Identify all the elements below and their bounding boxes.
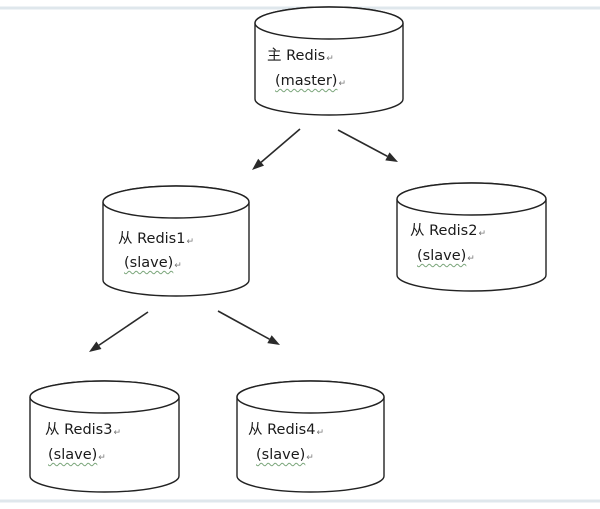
redis1-role-label: (slave)↵ <box>124 255 182 271</box>
redis1-title-label: 从 Redis1↵ <box>118 231 195 247</box>
arrow-shaft <box>337 129 388 158</box>
redis3-role-label: (slave)↵ <box>48 447 106 463</box>
master-role-label: (master)↵ <box>275 73 346 89</box>
arrow-master-to-redis2 <box>337 129 398 162</box>
arrow-head <box>252 158 265 170</box>
redis2-role-label: (slave)↵ <box>417 248 475 264</box>
paragraph-mark-icon: ↵ <box>98 453 106 463</box>
redis4-title-label: 从 Redis4↵ <box>248 422 325 438</box>
cylinder-top <box>29 380 180 414</box>
paragraph-mark-icon: ↵ <box>478 229 487 239</box>
redis2-title-label: 从 Redis2↵ <box>410 223 487 239</box>
redis4-role-label: (slave)↵ <box>256 447 314 463</box>
cylinder-redis2 <box>396 182 547 292</box>
arrow-shaft <box>260 128 301 163</box>
cylinder-redis1 <box>102 185 250 297</box>
cylinder-top <box>102 185 250 219</box>
redis3-title-label: 从 Redis3↵ <box>45 422 122 438</box>
arrow-redis1-to-redis3 <box>89 311 149 352</box>
arrow-master-to-redis1 <box>252 128 301 170</box>
arrow-shaft <box>217 310 270 340</box>
master-title-label: 主 Redis↵ <box>267 48 334 64</box>
paragraph-mark-icon: ↵ <box>113 428 122 438</box>
paragraph-mark-icon: ↵ <box>306 453 314 463</box>
arrow-head <box>385 152 398 162</box>
arrow-shaft <box>98 311 149 346</box>
arrow-redis1-to-redis4 <box>217 310 280 345</box>
cylinder-top <box>236 380 385 414</box>
arrow-head <box>267 335 280 345</box>
nodes-layer <box>29 6 547 493</box>
edges-layer <box>89 128 398 352</box>
cylinder-master <box>254 6 404 116</box>
paragraph-mark-icon: ↵ <box>326 54 334 64</box>
paragraph-mark-icon: ↵ <box>174 261 182 271</box>
paragraph-mark-icon: ↵ <box>186 237 195 247</box>
arrow-head <box>89 341 102 352</box>
cylinder-top <box>254 6 404 40</box>
paragraph-mark-icon: ↵ <box>338 79 346 89</box>
cylinder-redis3 <box>29 380 180 493</box>
paragraph-mark-icon: ↵ <box>467 254 475 264</box>
cylinder-top <box>396 182 547 216</box>
paragraph-mark-icon: ↵ <box>316 428 325 438</box>
cylinder-redis4 <box>236 380 385 493</box>
